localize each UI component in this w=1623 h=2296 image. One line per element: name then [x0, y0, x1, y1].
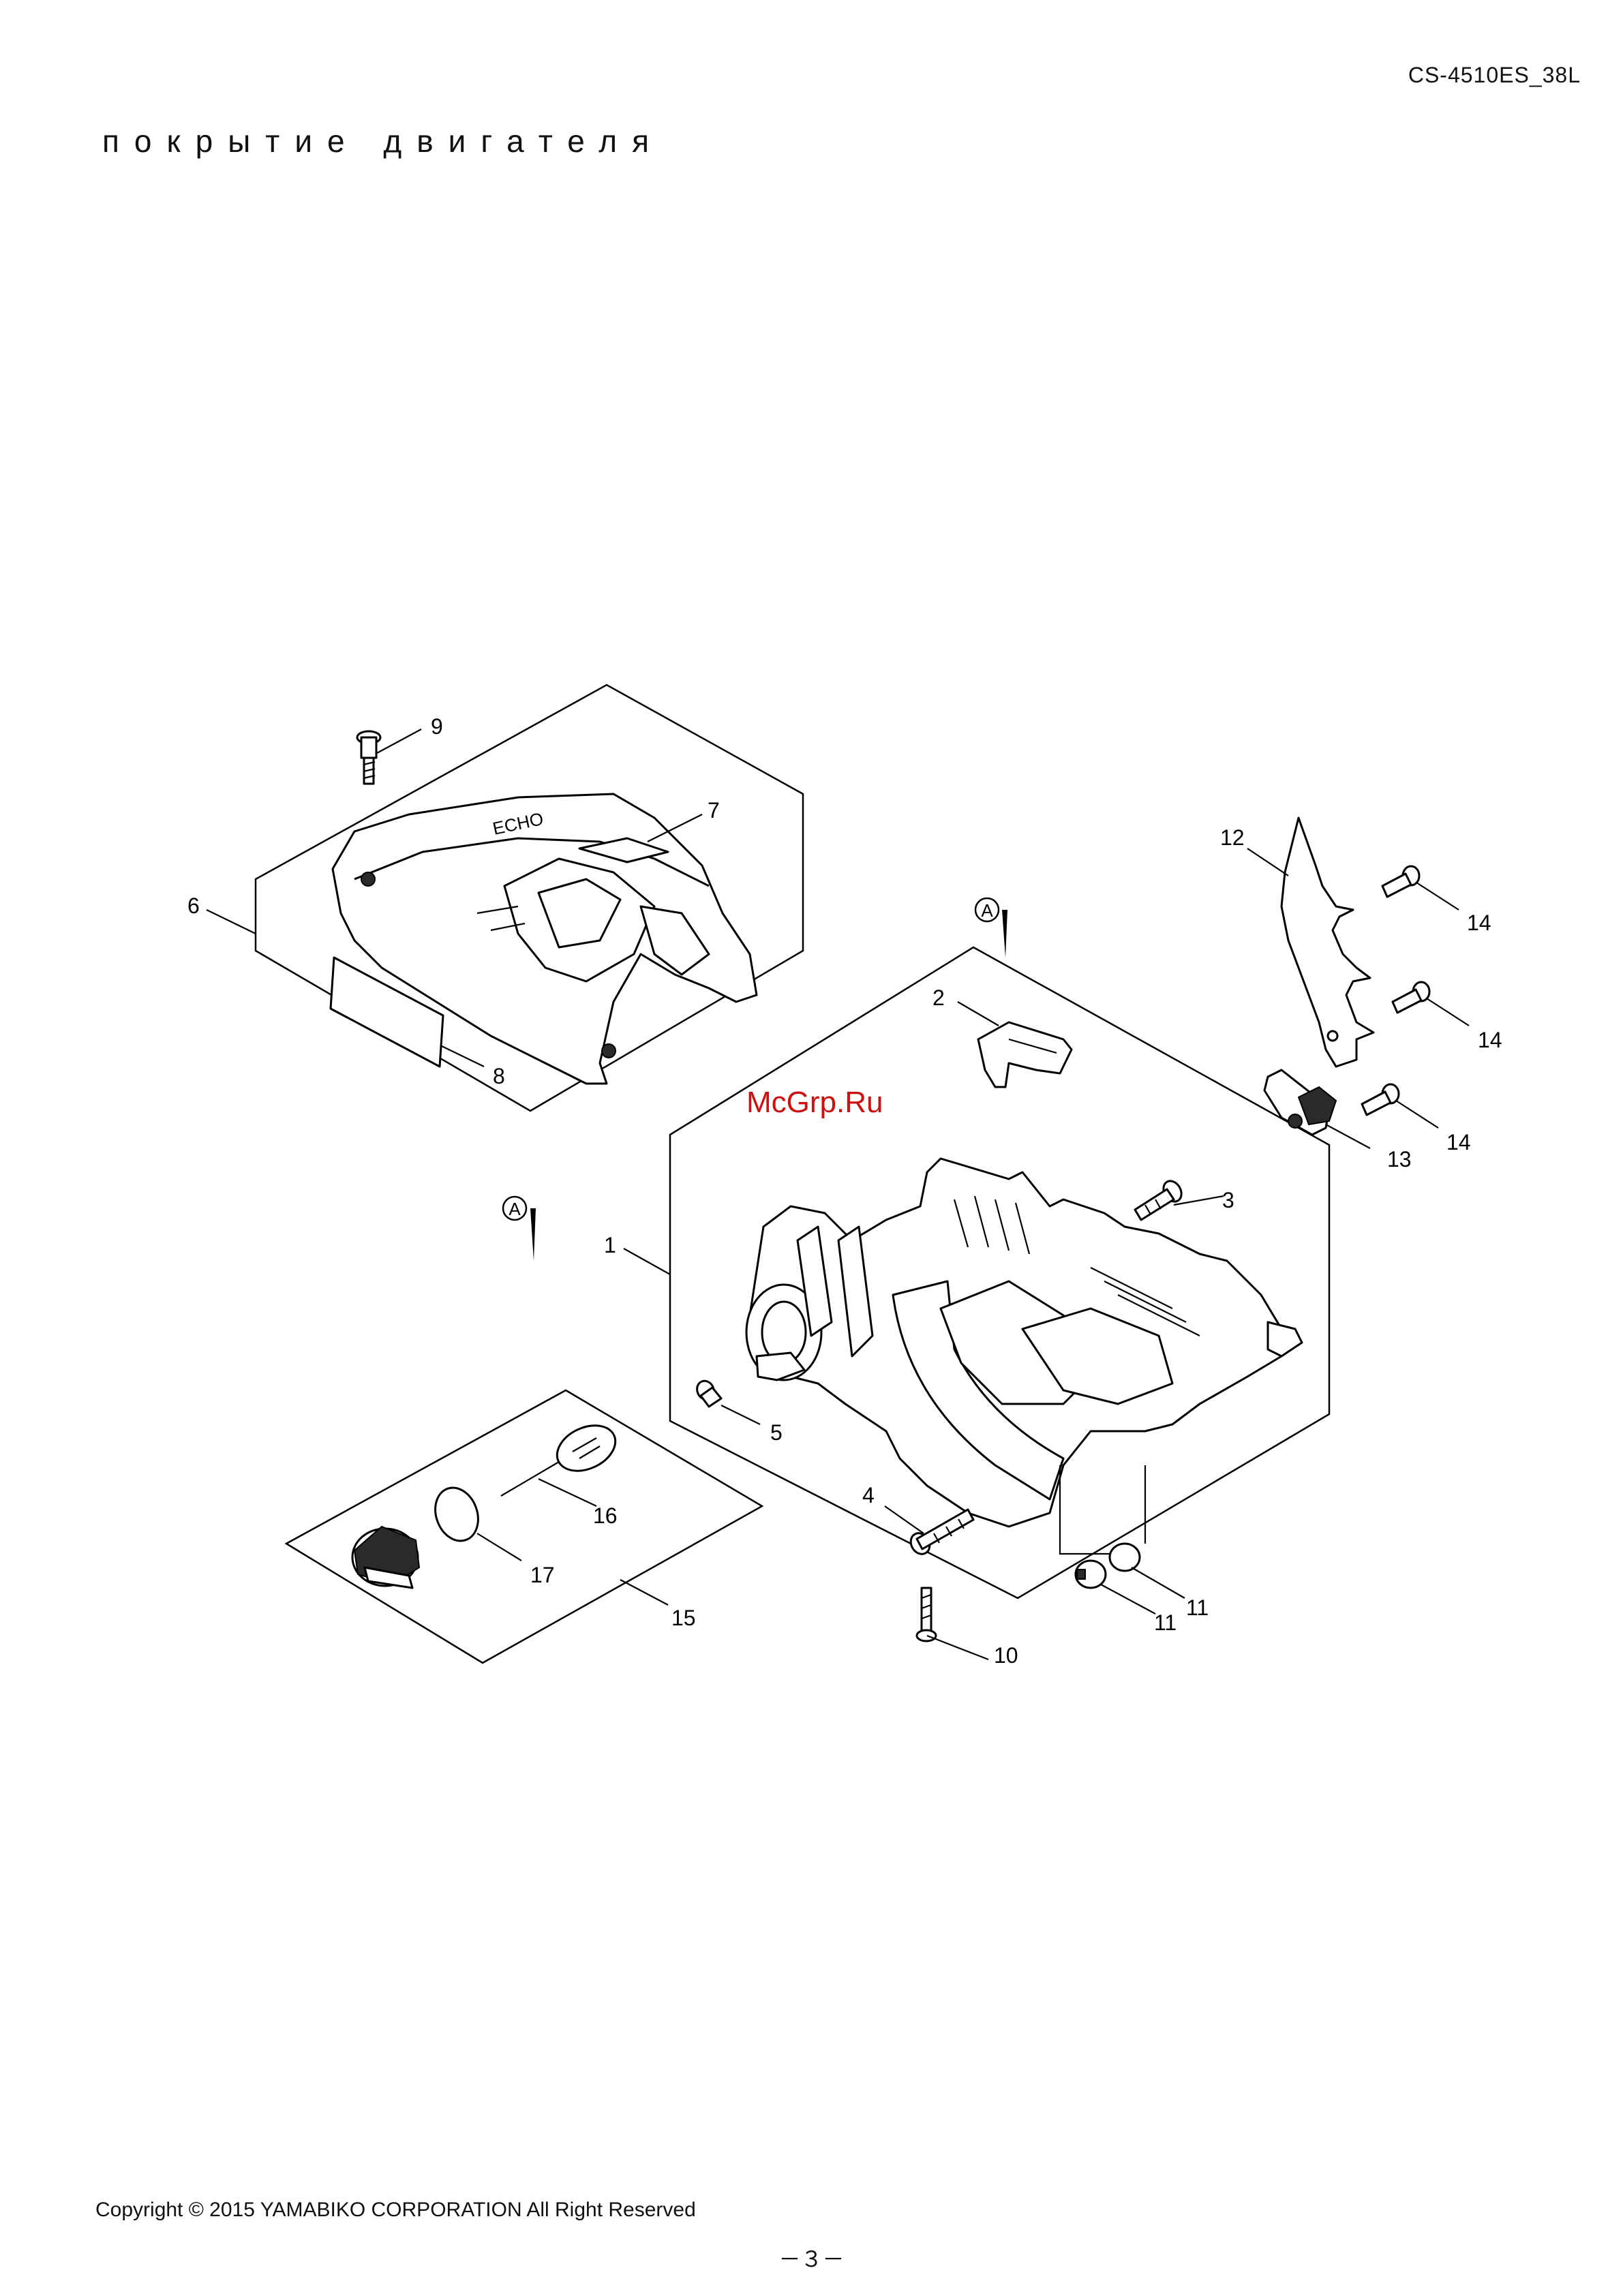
callout-2: 2: [932, 985, 945, 1010]
spiked-bumper-part-12: [1281, 818, 1374, 1067]
screw-part-10: [917, 1588, 936, 1641]
copyright-text: Copyright © 2015 YAMABIKO CORPORATION Al…: [95, 2199, 696, 2222]
leader-14b: [1427, 998, 1469, 1026]
callout-14c: 14: [1446, 1130, 1471, 1154]
leader-5: [721, 1405, 760, 1424]
leader-17: [477, 1533, 521, 1561]
callout-10: 10: [994, 1643, 1018, 1668]
strainer-part-16: [501, 1417, 622, 1496]
callout-5: 5: [770, 1420, 783, 1445]
leader-4: [885, 1506, 924, 1533]
callout-12: 12: [1220, 825, 1245, 850]
callout-8: 8: [493, 1064, 505, 1088]
page-number: －３－: [0, 2242, 1623, 2274]
leader-1: [624, 1249, 670, 1274]
leader-10: [927, 1636, 988, 1659]
screw-part-14-middle: [1393, 982, 1429, 1013]
view-marker-a-top: A: [975, 898, 1007, 958]
view-marker-a-left-label: A: [509, 1199, 521, 1219]
tank-cap-part-15: [352, 1527, 419, 1588]
damper-part-11: [1060, 1465, 1145, 1588]
leader-14a: [1416, 883, 1459, 910]
crankcase-part-1: [746, 1159, 1302, 1527]
callout-1: 1: [604, 1233, 616, 1257]
leader-12: [1247, 848, 1288, 876]
callout-11a: 11: [1186, 1595, 1209, 1620]
callout-3: 3: [1222, 1188, 1234, 1212]
view-marker-a-top-label: A: [981, 900, 993, 921]
watermark-text: McGrp.Ru: [746, 1086, 883, 1119]
screw-part-14-top: [1382, 866, 1419, 897]
leader-11b: [1101, 1585, 1155, 1614]
screw-part-3: [1135, 1178, 1185, 1220]
bracket-part-2: [978, 1022, 1072, 1087]
leader-6: [207, 910, 256, 934]
leader-11a: [1132, 1567, 1185, 1598]
leader-13: [1326, 1124, 1370, 1148]
screw-part-14-bottom: [1362, 1084, 1399, 1115]
callout-13: 13: [1387, 1147, 1412, 1172]
screw-part-9: [357, 731, 380, 784]
callout-4: 4: [862, 1483, 875, 1507]
callout-16: 16: [593, 1503, 618, 1528]
callout-17: 17: [530, 1563, 555, 1587]
leader-15: [620, 1580, 668, 1605]
callout-14a: 14: [1467, 910, 1491, 935]
callout-9: 9: [431, 714, 443, 739]
screw-part-4: [907, 1510, 973, 1557]
plate-part-13: [1264, 1070, 1336, 1135]
callout-11b: 11: [1154, 1610, 1177, 1635]
callout-7: 7: [708, 798, 720, 823]
o-ring-part-17: [428, 1482, 485, 1547]
view-marker-a-left: A: [503, 1197, 536, 1261]
leader-2: [958, 1002, 999, 1026]
callout-6: 6: [187, 893, 200, 918]
leader-16: [539, 1479, 596, 1506]
leader-14c: [1396, 1101, 1438, 1128]
callout-14b: 14: [1478, 1028, 1502, 1052]
leader-9: [377, 729, 421, 753]
screw-part-5: [694, 1378, 721, 1407]
callout-15: 15: [671, 1606, 696, 1630]
